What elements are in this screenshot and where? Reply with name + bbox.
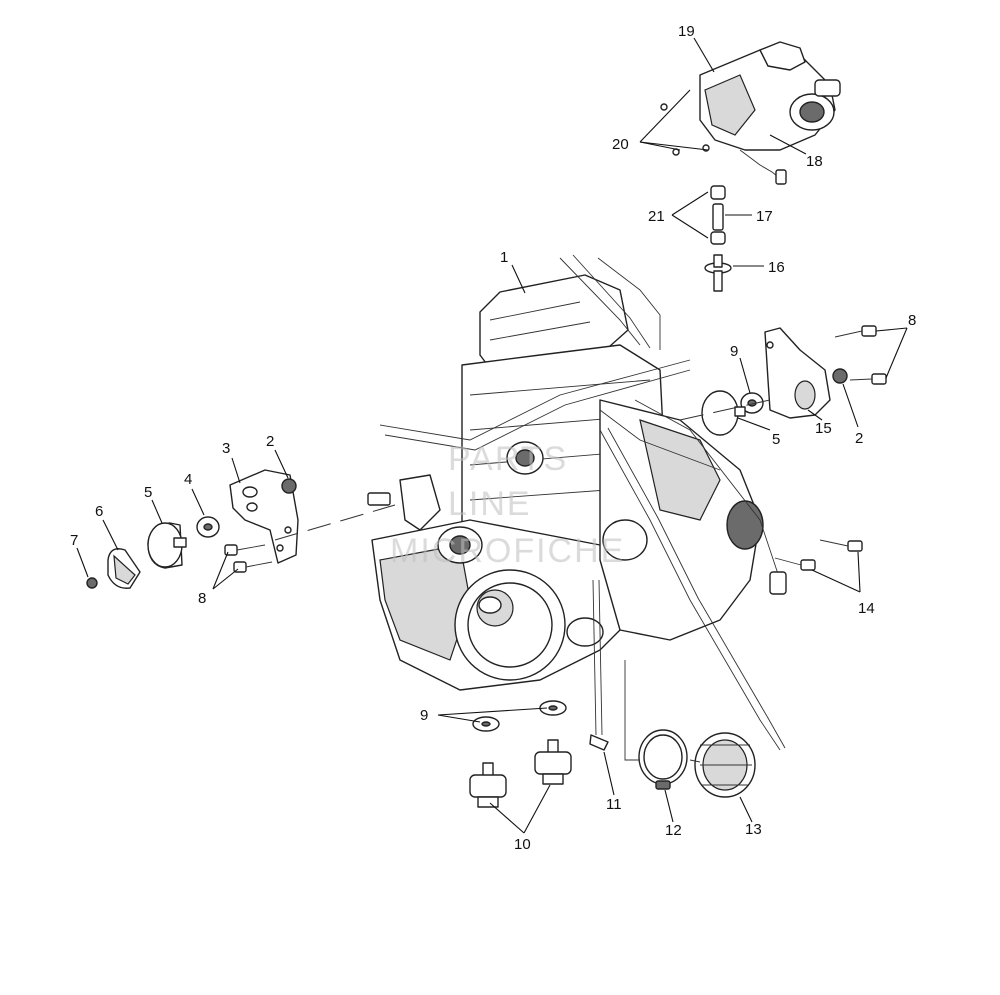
callout-13: 13 <box>745 821 762 838</box>
right-engine-mount-parts <box>679 325 887 571</box>
callout-2-left: 2 <box>266 433 274 450</box>
callout-16: 16 <box>768 259 785 276</box>
callout-3: 3 <box>222 440 230 457</box>
callout-17: 17 <box>756 208 773 225</box>
callout-15: 15 <box>815 420 832 437</box>
callout-4: 4 <box>184 471 192 488</box>
watermark: PARTS LINE MICROFICHE <box>390 440 625 570</box>
callout-10: 10 <box>514 836 531 853</box>
callout-labels: 1 2 3 4 5 6 7 8 9 9 10 11 12 13 14 15 16… <box>70 23 916 853</box>
callout-12: 12 <box>665 822 682 839</box>
watermark-line-1: PARTS <box>448 440 568 478</box>
watermark-line-2: LINE <box>448 485 532 523</box>
callout-14: 14 <box>858 600 875 617</box>
callout-19: 19 <box>678 23 695 40</box>
engine-block <box>367 254 787 751</box>
callout-1: 1 <box>500 249 508 266</box>
callout-2-right: 2 <box>855 430 863 447</box>
callout-5-right: 5 <box>772 431 780 448</box>
callout-20: 20 <box>612 136 629 153</box>
callout-5-left: 5 <box>144 484 152 501</box>
leader-lines <box>76 37 908 834</box>
left-engine-mount-parts <box>86 469 396 589</box>
callout-18: 18 <box>806 153 823 170</box>
callout-21: 21 <box>648 208 665 225</box>
callout-7: 7 <box>70 532 78 549</box>
callout-9-lower: 9 <box>420 707 428 724</box>
callout-8-right: 8 <box>908 312 916 329</box>
mount-stack-parts <box>704 185 732 292</box>
callout-9-right: 9 <box>730 343 738 360</box>
callout-11: 11 <box>606 796 622 813</box>
throttle-body-assembly <box>660 41 841 185</box>
callout-8-left: 8 <box>198 590 206 607</box>
callout-6: 6 <box>95 503 103 520</box>
lower-mount-parts <box>469 579 756 808</box>
watermark-line-3: MICROFICHE <box>390 532 625 570</box>
